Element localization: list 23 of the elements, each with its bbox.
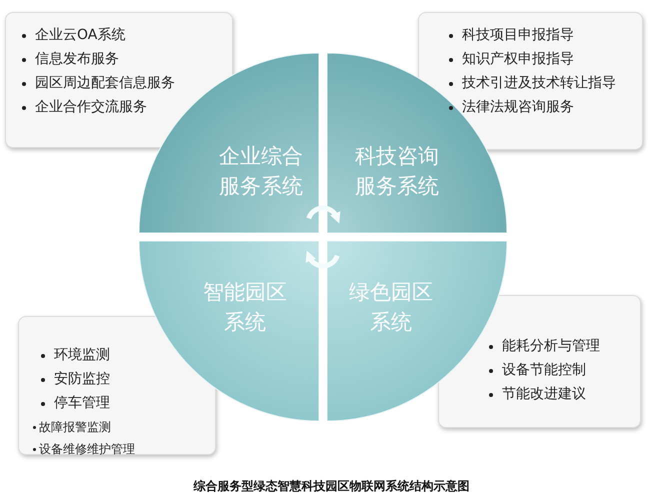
list-item: 安防监控	[54, 371, 110, 388]
list-item: 企业云OA系统	[35, 27, 126, 44]
caption: 综合服务型绿态智慧科技园区物联网系统结构示意图	[192, 478, 470, 495]
list-card	[5, 12, 233, 148]
list-item: 环境监测	[54, 347, 110, 364]
list-card	[18, 316, 216, 455]
list-item: 设备维修维护管理	[39, 441, 135, 458]
list-item: 企业合作交流服务	[35, 99, 147, 116]
list-item: 故障报警监测	[39, 419, 111, 436]
list-item: 停车管理	[54, 395, 110, 412]
list-item: 节能改进建议	[502, 386, 586, 403]
list-item: 能耗分析与管理	[502, 338, 600, 355]
list-item: 园区周边配套信息服务	[35, 75, 175, 92]
list-item: 知识产权申报指导	[462, 51, 574, 68]
list-item: 科技项目申报指导	[462, 27, 574, 44]
list-item: 设备节能控制	[502, 362, 586, 379]
list-item: 信息发布服务	[35, 51, 119, 68]
segment-label: 绿色园区系统	[348, 279, 434, 336]
list-item: 技术引进及技术转让指导	[462, 75, 616, 92]
segment-label: 科技咨询服务系统	[354, 143, 440, 200]
list-item: 法律法规咨询服务	[462, 99, 574, 116]
segment-label: 企业综合服务系统	[218, 143, 304, 200]
segment-label: 智能园区系统	[202, 279, 288, 336]
